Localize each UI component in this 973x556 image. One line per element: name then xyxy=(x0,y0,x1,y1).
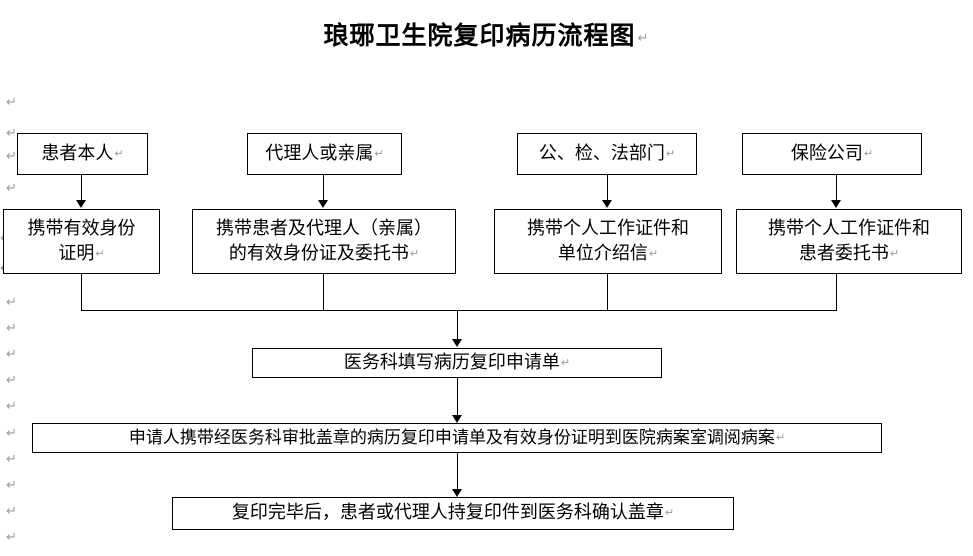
node-label-line2: 患者委托书 xyxy=(798,242,889,264)
merge-drop-col4 xyxy=(836,274,838,311)
pilcrow-icon: ↵ xyxy=(95,246,105,260)
pilcrow-icon: ↵ xyxy=(6,452,17,467)
page-title-text: 琅琊卫生院复印病历流程图 xyxy=(323,21,636,50)
node-label-line1: 携带个人工作证件和 xyxy=(768,218,930,240)
pilcrow-icon: ↵ xyxy=(6,95,17,110)
pilcrow-icon: ↵ xyxy=(665,146,676,160)
arrowhead-icon xyxy=(318,200,328,208)
pilcrow-icon: ↵ xyxy=(560,355,571,369)
node-row2-work-id-and-letter[interactable]: 携带个人工作证件和 单位介绍信↵ xyxy=(494,209,722,274)
node-label-line2: 的有效身份证及委托书 xyxy=(228,242,409,264)
node-label-line2: 证明 xyxy=(58,242,95,264)
arrowhead-icon xyxy=(831,200,841,208)
node-row2-patient-id[interactable]: 携带有效身份 证明↵ xyxy=(3,209,160,274)
connector-line-to-step4 xyxy=(457,378,459,416)
pilcrow-icon: ↵ xyxy=(6,149,17,164)
node-row1-patient[interactable]: 患者本人↵ xyxy=(17,133,148,175)
pilcrow-icon: ↵ xyxy=(6,530,17,545)
pilcrow-icon: ↵ xyxy=(6,399,17,414)
node-label: 公、检、法部门 xyxy=(538,142,665,164)
node-step5-confirm-stamp[interactable]: 复印完毕后，患者或代理人持复印件到医务科确认盖章↵ xyxy=(172,497,734,530)
pilcrow-icon: ↵ xyxy=(6,373,17,388)
node-label: 医务科填写病历复印申请单 xyxy=(343,351,560,373)
pilcrow-icon: ↵ xyxy=(648,246,659,260)
connector-line-col3 xyxy=(607,175,609,201)
arrowhead-icon xyxy=(452,415,462,423)
pilcrow-icon: ↵ xyxy=(637,31,650,46)
merge-drop-col1 xyxy=(81,274,83,311)
pilcrow-icon: ↵ xyxy=(114,146,124,160)
pilcrow-icon: ↵ xyxy=(664,506,675,520)
arrowhead-icon xyxy=(452,489,462,497)
node-row2-agent-documents[interactable]: 携带患者及代理人（亲属） 的有效身份证及委托书↵ xyxy=(192,209,456,274)
pilcrow-icon: ↵ xyxy=(6,478,17,493)
arrowhead-icon xyxy=(76,200,86,208)
pilcrow-icon: ↵ xyxy=(6,426,17,441)
node-label: 代理人或亲属 xyxy=(265,142,374,164)
merge-drop-col3 xyxy=(607,274,609,311)
node-label: 患者本人 xyxy=(41,142,114,164)
connector-line-col2 xyxy=(323,175,325,201)
node-label-line1: 携带患者及代理人（亲属） xyxy=(216,218,432,240)
node-label: 复印完毕后，患者或代理人持复印件到医务科确认盖章 xyxy=(231,502,664,524)
node-label: 申请人携带经医务科审批盖章的病历复印申请单及有效身份证明到医院病案室调阅病案 xyxy=(128,427,775,448)
pilcrow-icon: ↵ xyxy=(6,295,17,310)
pilcrow-icon: ↵ xyxy=(889,246,900,260)
node-row1-insurance-company[interactable]: 保险公司↵ xyxy=(742,133,922,175)
pilcrow-icon: ↵ xyxy=(409,246,420,260)
node-row1-agent-or-relative[interactable]: 代理人或亲属↵ xyxy=(247,133,402,175)
pilcrow-icon: ↵ xyxy=(6,181,17,196)
merge-drop-col2 xyxy=(323,274,325,311)
node-label-line1: 携带有效身份 xyxy=(27,218,136,240)
node-label-line1: 携带个人工作证件和 xyxy=(527,218,689,240)
connector-line-col1 xyxy=(81,175,83,201)
connector-line-to-step3 xyxy=(457,310,459,340)
connector-line-to-step5 xyxy=(457,453,459,490)
node-step3-fill-application[interactable]: 医务科填写病历复印申请单↵ xyxy=(252,348,662,378)
arrowhead-icon xyxy=(452,339,462,347)
arrowhead-icon xyxy=(602,200,612,208)
page-title: 琅琊卫生院复印病历流程图↵ xyxy=(0,22,973,50)
pilcrow-icon: ↵ xyxy=(6,347,17,362)
connector-line-col4 xyxy=(836,175,838,201)
node-label-line2: 单位介绍信 xyxy=(557,242,648,264)
pilcrow-icon: ↵ xyxy=(775,430,786,444)
node-row1-legal-departments[interactable]: 公、检、法部门↵ xyxy=(517,133,697,175)
pilcrow-icon: ↵ xyxy=(6,321,17,336)
pilcrow-icon: ↵ xyxy=(374,146,384,160)
pilcrow-icon: ↵ xyxy=(6,504,17,519)
pilcrow-icon: ↵ xyxy=(6,126,17,141)
merge-bus-line xyxy=(81,310,837,312)
node-row2-work-id-and-authorization[interactable]: 携带个人工作证件和 患者委托书↵ xyxy=(736,209,962,274)
pilcrow-icon: ↵ xyxy=(863,146,874,160)
node-step4-retrieve-records[interactable]: 申请人携带经医务科审批盖章的病历复印申请单及有效身份证明到医院病案室调阅病案↵ xyxy=(32,423,882,453)
node-label: 保险公司 xyxy=(790,142,863,164)
